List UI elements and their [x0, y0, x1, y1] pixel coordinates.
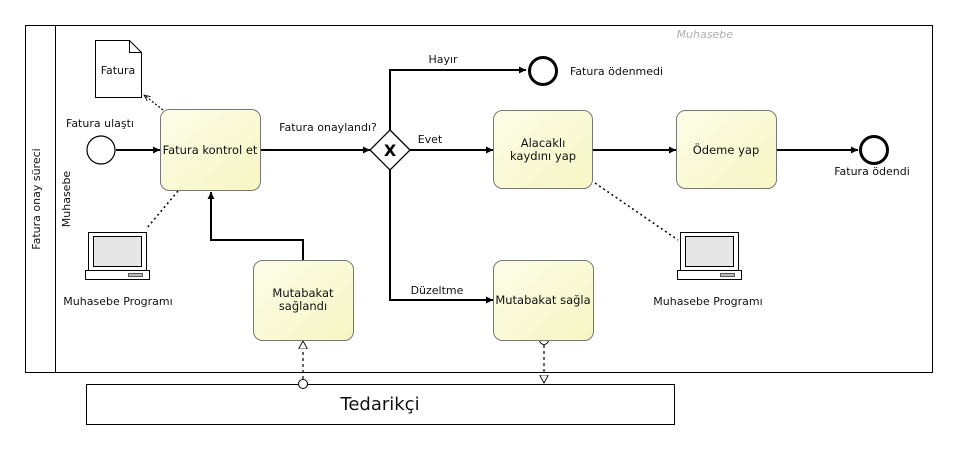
task-check-invoice[interactable]	[160, 109, 261, 191]
document-label: Fatura	[101, 64, 136, 77]
task-reconcile-label: Mutabakat sağla	[495, 293, 590, 307]
document-fold	[129, 40, 142, 53]
task-check-invoice-label: Fatura kontrol et	[163, 143, 258, 157]
exclusive-gateway[interactable]: X	[369, 129, 411, 171]
flow-fix-label: Düzeltme	[411, 284, 464, 297]
lane-watermark: Muhasebe	[677, 28, 734, 41]
task-agreement-reached-label-2: sağlandı	[279, 299, 327, 313]
task-credit-record-label-2: kaydını yap	[510, 149, 576, 163]
end-event-paid[interactable]	[859, 135, 889, 165]
start-event[interactable]	[86, 135, 116, 165]
end-event-unpaid[interactable]	[528, 56, 558, 86]
document-artifact[interactable]	[95, 40, 142, 98]
task-credit-record-label-1: Alacaklı	[521, 136, 566, 150]
external-pool-label: Tedarikçi	[339, 394, 419, 415]
system-right-label: Muhasebe Programı	[653, 295, 762, 308]
external-pool-tedarikci[interactable]	[86, 384, 675, 425]
pool	[25, 25, 933, 373]
task-payment[interactable]	[676, 110, 777, 189]
flow-yes-label: Evet	[418, 133, 443, 146]
task-agreement-reached-label-1: Mutabakat	[272, 286, 334, 300]
end-event-unpaid-label: Fatura ödenmedi	[570, 65, 663, 78]
gateway-x-marker: X	[384, 141, 397, 160]
assoc-check-to-system-left	[146, 190, 179, 229]
pool-label: Fatura onay süreci	[30, 148, 43, 249]
assoc-check-to-document	[144, 95, 164, 111]
gateway-label: Fatura onaylandı?	[279, 121, 377, 134]
end-event-paid-label: Fatura ödendi	[834, 165, 910, 178]
task-reconcile[interactable]	[493, 260, 594, 341]
lane-label: Muhasebe	[60, 171, 73, 228]
assoc-credit-to-system-right	[594, 182, 679, 241]
flow-agreed-to-check	[207, 192, 304, 260]
computer-icon[interactable]	[677, 232, 742, 280]
flow-no-label: Hayır	[428, 53, 458, 66]
flow-no	[389, 66, 526, 130]
task-payment-label: Ödeme yap	[693, 141, 760, 157]
flow-fix	[389, 170, 493, 304]
task-agreement-reached[interactable]	[253, 260, 354, 341]
message-flow-source-circle	[298, 379, 308, 389]
start-event-label: Fatura ulaştı	[66, 117, 134, 130]
system-left-label: Muhasebe Programı	[63, 295, 172, 308]
task-credit-record[interactable]	[493, 110, 593, 189]
computer-icon[interactable]	[85, 232, 150, 280]
